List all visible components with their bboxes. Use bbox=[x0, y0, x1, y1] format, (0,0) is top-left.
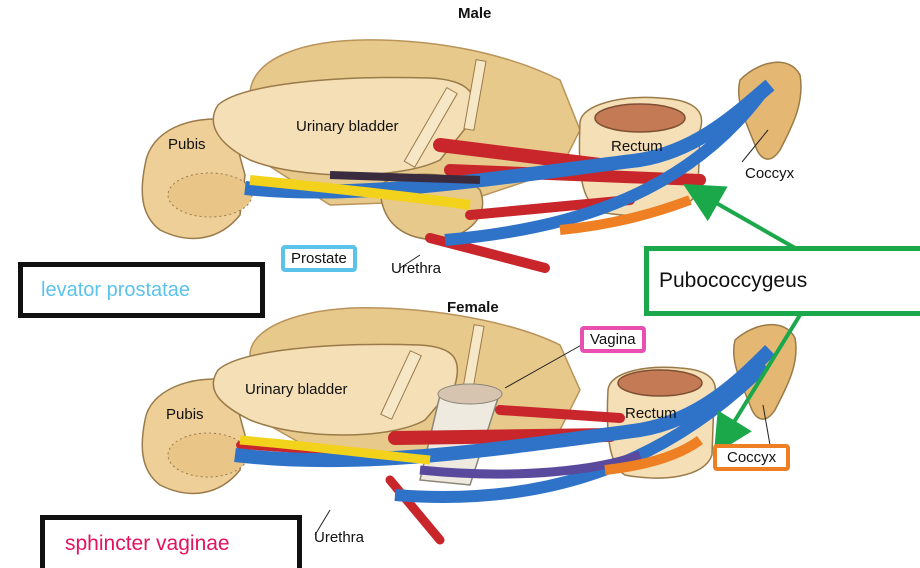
pubococcygeus-callout: Pubococcygeus bbox=[644, 246, 920, 316]
female-urethra-label: Urethra bbox=[314, 529, 364, 546]
male-urinary-bladder-label: Urinary bladder bbox=[296, 118, 399, 135]
female-vagina-label: Vagina bbox=[580, 326, 646, 353]
female-vagina-opening bbox=[438, 384, 502, 404]
levator-prostatae-text: levator prostatae bbox=[41, 279, 190, 302]
male-pubis-surface bbox=[168, 173, 252, 217]
female-heading: Female bbox=[447, 299, 499, 316]
female-pubis-label: Pubis bbox=[166, 406, 204, 423]
male-prostate-label: Prostate bbox=[281, 245, 357, 272]
female-red-muscle-3 bbox=[390, 480, 440, 540]
male-coccyx-label: Coccyx bbox=[745, 165, 794, 182]
male-rectum-opening bbox=[595, 104, 685, 132]
male-heading: Male bbox=[458, 5, 491, 22]
female-urinary-bladder-label: Urinary bladder bbox=[245, 381, 348, 398]
pubococcygeus-arrow-upper bbox=[690, 188, 795, 248]
female-rectum-opening bbox=[618, 370, 702, 396]
sphincter-vaginae-callout: sphincter vaginae bbox=[40, 515, 302, 568]
female-coccyx-label: Coccyx bbox=[713, 444, 790, 471]
male-urethra-label: Urethra bbox=[391, 260, 441, 277]
male-rectum-label: Rectum bbox=[611, 138, 663, 155]
sphincter-vaginae-text: sphincter vaginae bbox=[65, 532, 230, 556]
levator-prostatae-callout: levator prostatae bbox=[18, 262, 265, 318]
male-panel bbox=[142, 40, 801, 268]
male-pubis-label: Pubis bbox=[168, 136, 206, 153]
pubococcygeus-text: Pubococcygeus bbox=[659, 269, 807, 293]
female-rectum-label: Rectum bbox=[625, 405, 677, 422]
male-dark-muscle bbox=[330, 175, 480, 180]
female-panel bbox=[142, 308, 796, 540]
